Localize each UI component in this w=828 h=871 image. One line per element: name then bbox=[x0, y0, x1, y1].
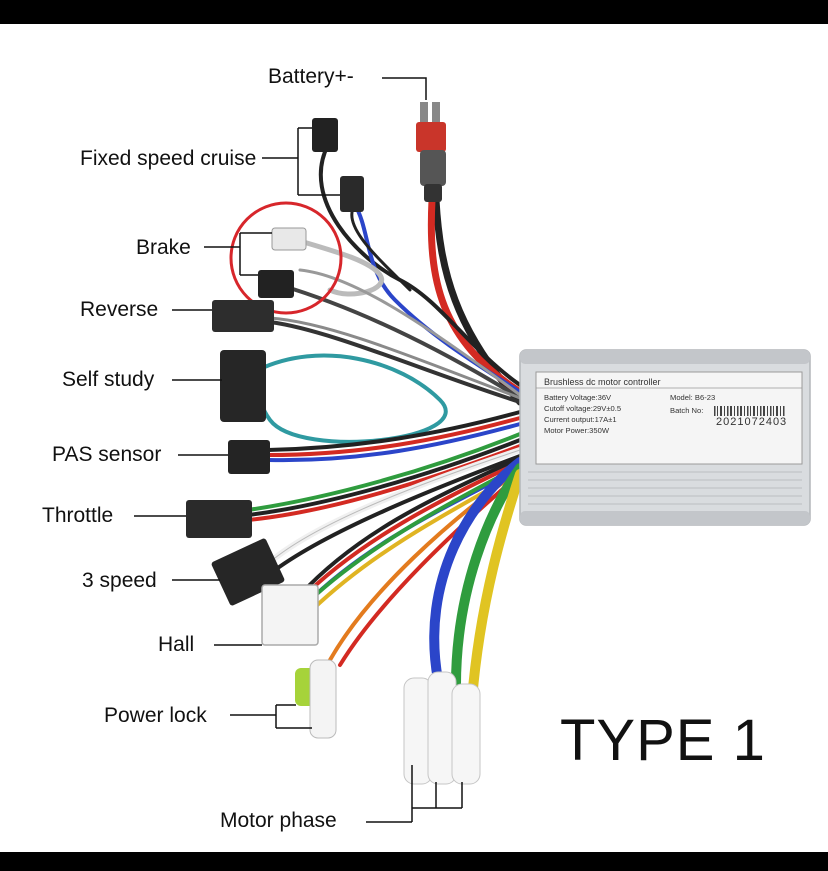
label-battery: Battery+- bbox=[268, 65, 354, 88]
controller-batch-label: Batch No: bbox=[670, 406, 704, 415]
label-self-study: Self study bbox=[62, 368, 155, 391]
cruise-connector-top bbox=[312, 118, 338, 152]
self-study-connector bbox=[220, 350, 266, 422]
controller-box bbox=[519, 349, 811, 526]
controller-label-plate bbox=[535, 371, 803, 465]
label-reverse: Reverse bbox=[80, 298, 159, 321]
throttle-connector bbox=[186, 500, 252, 538]
wire-harness bbox=[246, 143, 525, 705]
leader-lines bbox=[134, 77, 463, 823]
motor-phase-plug-3 bbox=[451, 683, 481, 785]
connectors bbox=[186, 102, 481, 785]
type-label: TYPE 1 bbox=[560, 708, 766, 773]
controller-plate-text: Brushless dc motor controller Battery Vo… bbox=[540, 375, 802, 467]
label-hall: Hall bbox=[158, 633, 195, 656]
controller-cutoff-voltage: Cutoff voltage:29V±0.5 bbox=[544, 404, 622, 413]
brake-connector-black bbox=[258, 270, 294, 298]
label-pas-sensor: PAS sensor bbox=[52, 443, 162, 466]
label-power-lock: Power lock bbox=[104, 704, 207, 727]
controller-title: Brushless dc motor controller bbox=[544, 377, 661, 387]
pas-connector bbox=[228, 440, 270, 474]
label-3-speed: 3 speed bbox=[82, 569, 157, 592]
controller-current-output: Current output:17A±1 bbox=[544, 415, 617, 424]
barcode bbox=[714, 406, 785, 416]
controller-motor-power: Motor Power:350W bbox=[544, 426, 609, 435]
controller-batch-number: 2021072403 bbox=[716, 416, 788, 428]
controller-battery-voltage: Battery Voltage:36V bbox=[544, 393, 612, 402]
label-throttle: Throttle bbox=[42, 504, 114, 527]
label-motor-phase: Motor phase bbox=[220, 809, 337, 832]
battery-plug bbox=[416, 102, 446, 202]
hall-connector bbox=[261, 584, 319, 646]
reverse-connector bbox=[212, 300, 274, 332]
label-fixed-speed-cruise: Fixed speed cruise bbox=[80, 147, 257, 170]
controller-model: Model: B6-23 bbox=[670, 393, 716, 402]
cruise-connector-bottom bbox=[340, 176, 364, 212]
brake-highlight-circle bbox=[229, 201, 343, 315]
label-brake: Brake bbox=[136, 236, 191, 259]
brake-connector-white bbox=[271, 227, 307, 251]
power-lock-plug-white bbox=[309, 659, 337, 739]
